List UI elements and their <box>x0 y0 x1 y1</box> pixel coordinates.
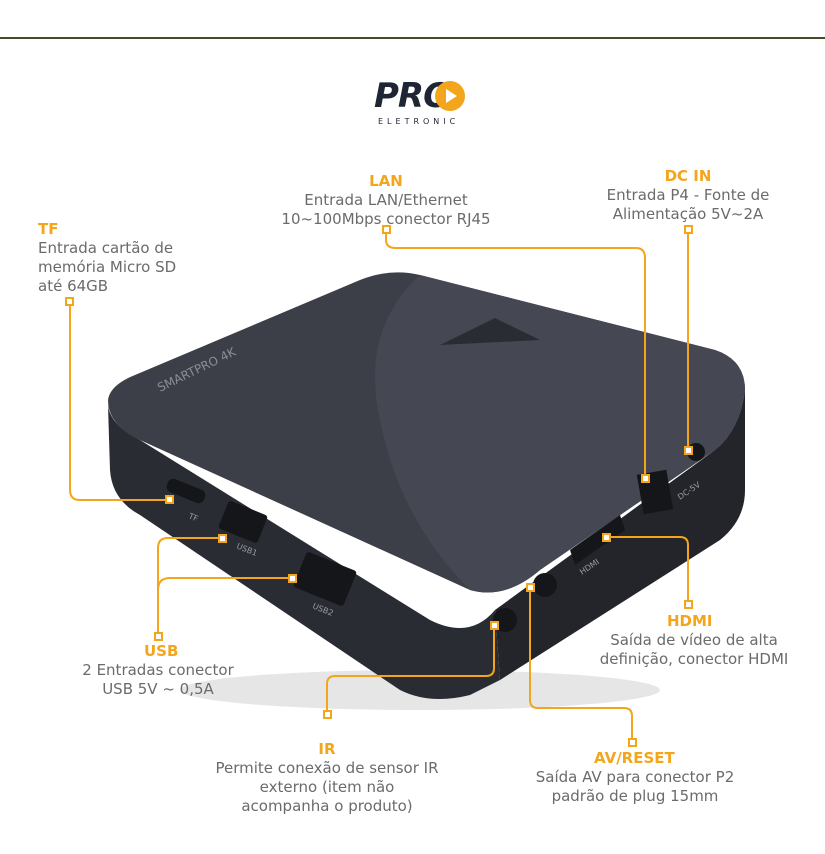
callout-ir-title: IR <box>318 740 336 758</box>
callout-hdmi: HDMI Saída de vídeo de alta definição, c… <box>583 612 805 669</box>
callout-ir-line1: Permite conexão de sensor IR <box>215 759 439 777</box>
lan-port-marker <box>641 474 650 483</box>
device-top-panel <box>375 275 745 593</box>
usb2-marker <box>288 574 297 583</box>
callout-lan-line2: 10~100Mbps conector RJ45 <box>281 210 491 228</box>
callout-av-line2: padrão de plug 15mm <box>551 787 719 805</box>
tf-slot <box>166 478 206 504</box>
callout-usb-line1: 2 Entradas conector <box>82 661 234 679</box>
triangle-emblem-icon <box>440 318 540 345</box>
callout-tf-line3: até 64GB <box>38 277 109 295</box>
callout-usb-title: USB <box>144 642 179 660</box>
usb1-port <box>218 501 268 543</box>
callout-usb: USB 2 Entradas conector USB 5V ~ 0,5A <box>62 642 254 699</box>
av-leader-line <box>529 588 633 742</box>
dcin-marker <box>684 225 693 234</box>
ir-port-marker <box>490 621 499 630</box>
callout-hdmi-line1: Saída de vídeo de alta <box>610 631 778 649</box>
top-divider <box>0 37 825 39</box>
callout-tf: TF Entrada cartão de memória Micro SD at… <box>38 220 218 296</box>
brand-logo: PRO ELETRONIC <box>374 76 474 132</box>
av-port <box>533 573 557 597</box>
av-marker <box>628 738 637 747</box>
usb-marker <box>154 632 163 641</box>
hdmi-port-marker <box>602 533 611 542</box>
callout-ir-line2: externo (item não <box>259 778 395 796</box>
callout-hdmi-line2: definição, conector HDMI <box>599 650 789 668</box>
usb1-leader-line <box>157 537 222 636</box>
callout-lan-line1: Entrada LAN/Ethernet <box>304 191 468 209</box>
callout-ir: IR Permite conexão de sensor IR externo … <box>196 740 458 816</box>
play-icon <box>435 81 465 111</box>
tf-marker <box>65 297 74 306</box>
callout-av: AV/RESET Saída AV para conector P2 padrã… <box>512 749 758 806</box>
port-label-tf: TF <box>186 511 199 523</box>
lan-leader-line <box>385 230 646 478</box>
usb2-leader-line <box>157 577 292 591</box>
logo-subtitle: ELETRONIC <box>378 117 460 126</box>
callout-dcin: DC IN Entrada P4 - Fonte de Alimentação … <box>588 167 788 224</box>
tf-leader-line <box>69 302 170 501</box>
av-port-marker <box>526 583 535 592</box>
callout-tf-line2: memória Micro SD <box>38 258 177 276</box>
callout-hdmi-title: HDMI <box>667 612 713 630</box>
callout-av-line1: Saída AV para conector P2 <box>535 768 735 786</box>
usb1-marker <box>218 534 227 543</box>
ir-leader-line <box>326 626 495 714</box>
hdmi-port <box>570 515 625 565</box>
lan-marker <box>382 225 391 234</box>
callout-ir-line3: acompanha o produto) <box>241 797 413 815</box>
callout-usb-line2: USB 5V ~ 0,5A <box>102 680 214 698</box>
hdmi-marker <box>684 600 693 609</box>
callout-tf-title: TF <box>38 220 59 238</box>
device-front-face <box>108 405 500 699</box>
callout-av-title: AV/RESET <box>594 749 675 767</box>
callout-dcin-title: DC IN <box>664 167 712 185</box>
device-side-face <box>495 390 745 680</box>
ir-marker <box>323 710 332 719</box>
usb2-port <box>293 552 357 606</box>
callout-dcin-line1: Entrada P4 - Fonte de <box>606 186 770 204</box>
callout-lan: LAN Entrada LAN/Ethernet 10~100Mbps cone… <box>270 172 502 229</box>
callout-dcin-line2: Alimentação 5V~2A <box>612 205 764 223</box>
callout-lan-title: LAN <box>369 172 403 190</box>
callout-tf-line1: Entrada cartão de <box>38 239 174 257</box>
dcin-port-marker <box>684 446 693 455</box>
hdmi-leader-line <box>607 536 689 604</box>
tf-port-marker <box>165 495 174 504</box>
